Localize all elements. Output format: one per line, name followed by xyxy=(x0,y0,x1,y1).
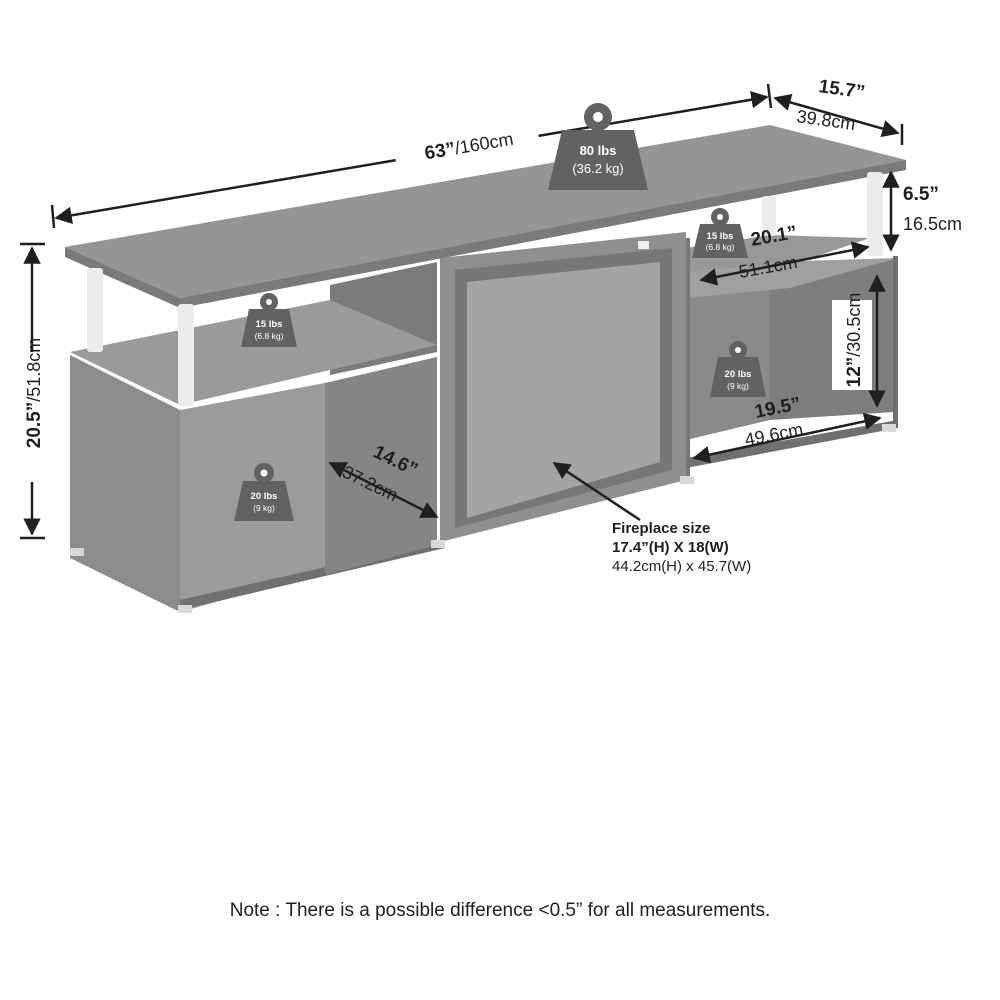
foot xyxy=(680,476,694,484)
weight-left-cabinet-kg: (9 kg) xyxy=(253,503,275,513)
depth-in-label: 15.7” xyxy=(817,76,866,103)
weight-icon-top: 80 lbs (36.2 kg) xyxy=(548,103,648,190)
measurement-note: Note : There is a possible difference <0… xyxy=(229,900,771,921)
leg-front-left xyxy=(87,268,103,352)
left-cabinet-side xyxy=(325,357,437,575)
weight-top-kg: (36.2 kg) xyxy=(572,161,623,176)
right-cabinet-divider xyxy=(686,238,690,478)
foot xyxy=(882,424,896,432)
right-cabinet-side xyxy=(893,256,898,425)
weight-icon-right-cubby: 20 lbs (9 kg) xyxy=(710,341,766,397)
weight-upper-right-kg: (6.8 kg) xyxy=(706,242,735,252)
fireplace-title: Fireplace size xyxy=(612,520,710,537)
total-height-label: 20.5”/51.8cm xyxy=(24,338,45,449)
weight-left-shelf-lbs: 15 lbs xyxy=(256,319,283,330)
fireplace-size-in: 17.4”(H) X 18(W) xyxy=(612,539,729,556)
weight-icon-left-cabinet: 20 lbs (9 kg) xyxy=(234,463,294,521)
fireplace-label: Fireplace size 17.4”(H) X 18(W) 44.2cm(H… xyxy=(612,520,751,575)
weight-icon-left-shelf: 15 lbs (6.8 kg) xyxy=(241,293,297,347)
weight-upper-right-lbs: 15 lbs xyxy=(707,231,734,242)
leg-front-mid xyxy=(178,304,194,406)
weight-left-shelf-kg: (6.8 kg) xyxy=(255,331,284,341)
right-height-label: 12”/30.5cm xyxy=(844,293,865,388)
weight-left-cabinet-lbs: 20 lbs xyxy=(251,491,278,502)
left-cabinet-front xyxy=(70,355,180,612)
foot xyxy=(431,540,445,548)
fireplace-screen xyxy=(467,262,660,518)
tv-stand xyxy=(65,125,906,613)
fireplace-size-cm: 44.2cm(H) x 45.7(W) xyxy=(612,558,751,575)
weight-right-cubby-kg: (9 kg) xyxy=(727,381,749,391)
foot xyxy=(178,605,192,613)
table-top-edge xyxy=(65,160,906,308)
weight-top-lbs: 80 lbs xyxy=(580,143,617,158)
depth-cm-label: 39.8cm xyxy=(795,106,856,134)
leg-height-cm-label: 16.5cm xyxy=(903,214,962,234)
left-cabinet-top xyxy=(70,300,437,405)
foot xyxy=(70,548,84,556)
leg-height-in-label: 6.5” xyxy=(903,184,939,205)
fireplace-control xyxy=(638,241,649,249)
weight-icon-upper-right: 15 lbs (6.8 kg) xyxy=(692,208,748,258)
leg-front-right xyxy=(867,172,883,256)
weight-right-cubby-lbs: 20 lbs xyxy=(725,369,752,380)
